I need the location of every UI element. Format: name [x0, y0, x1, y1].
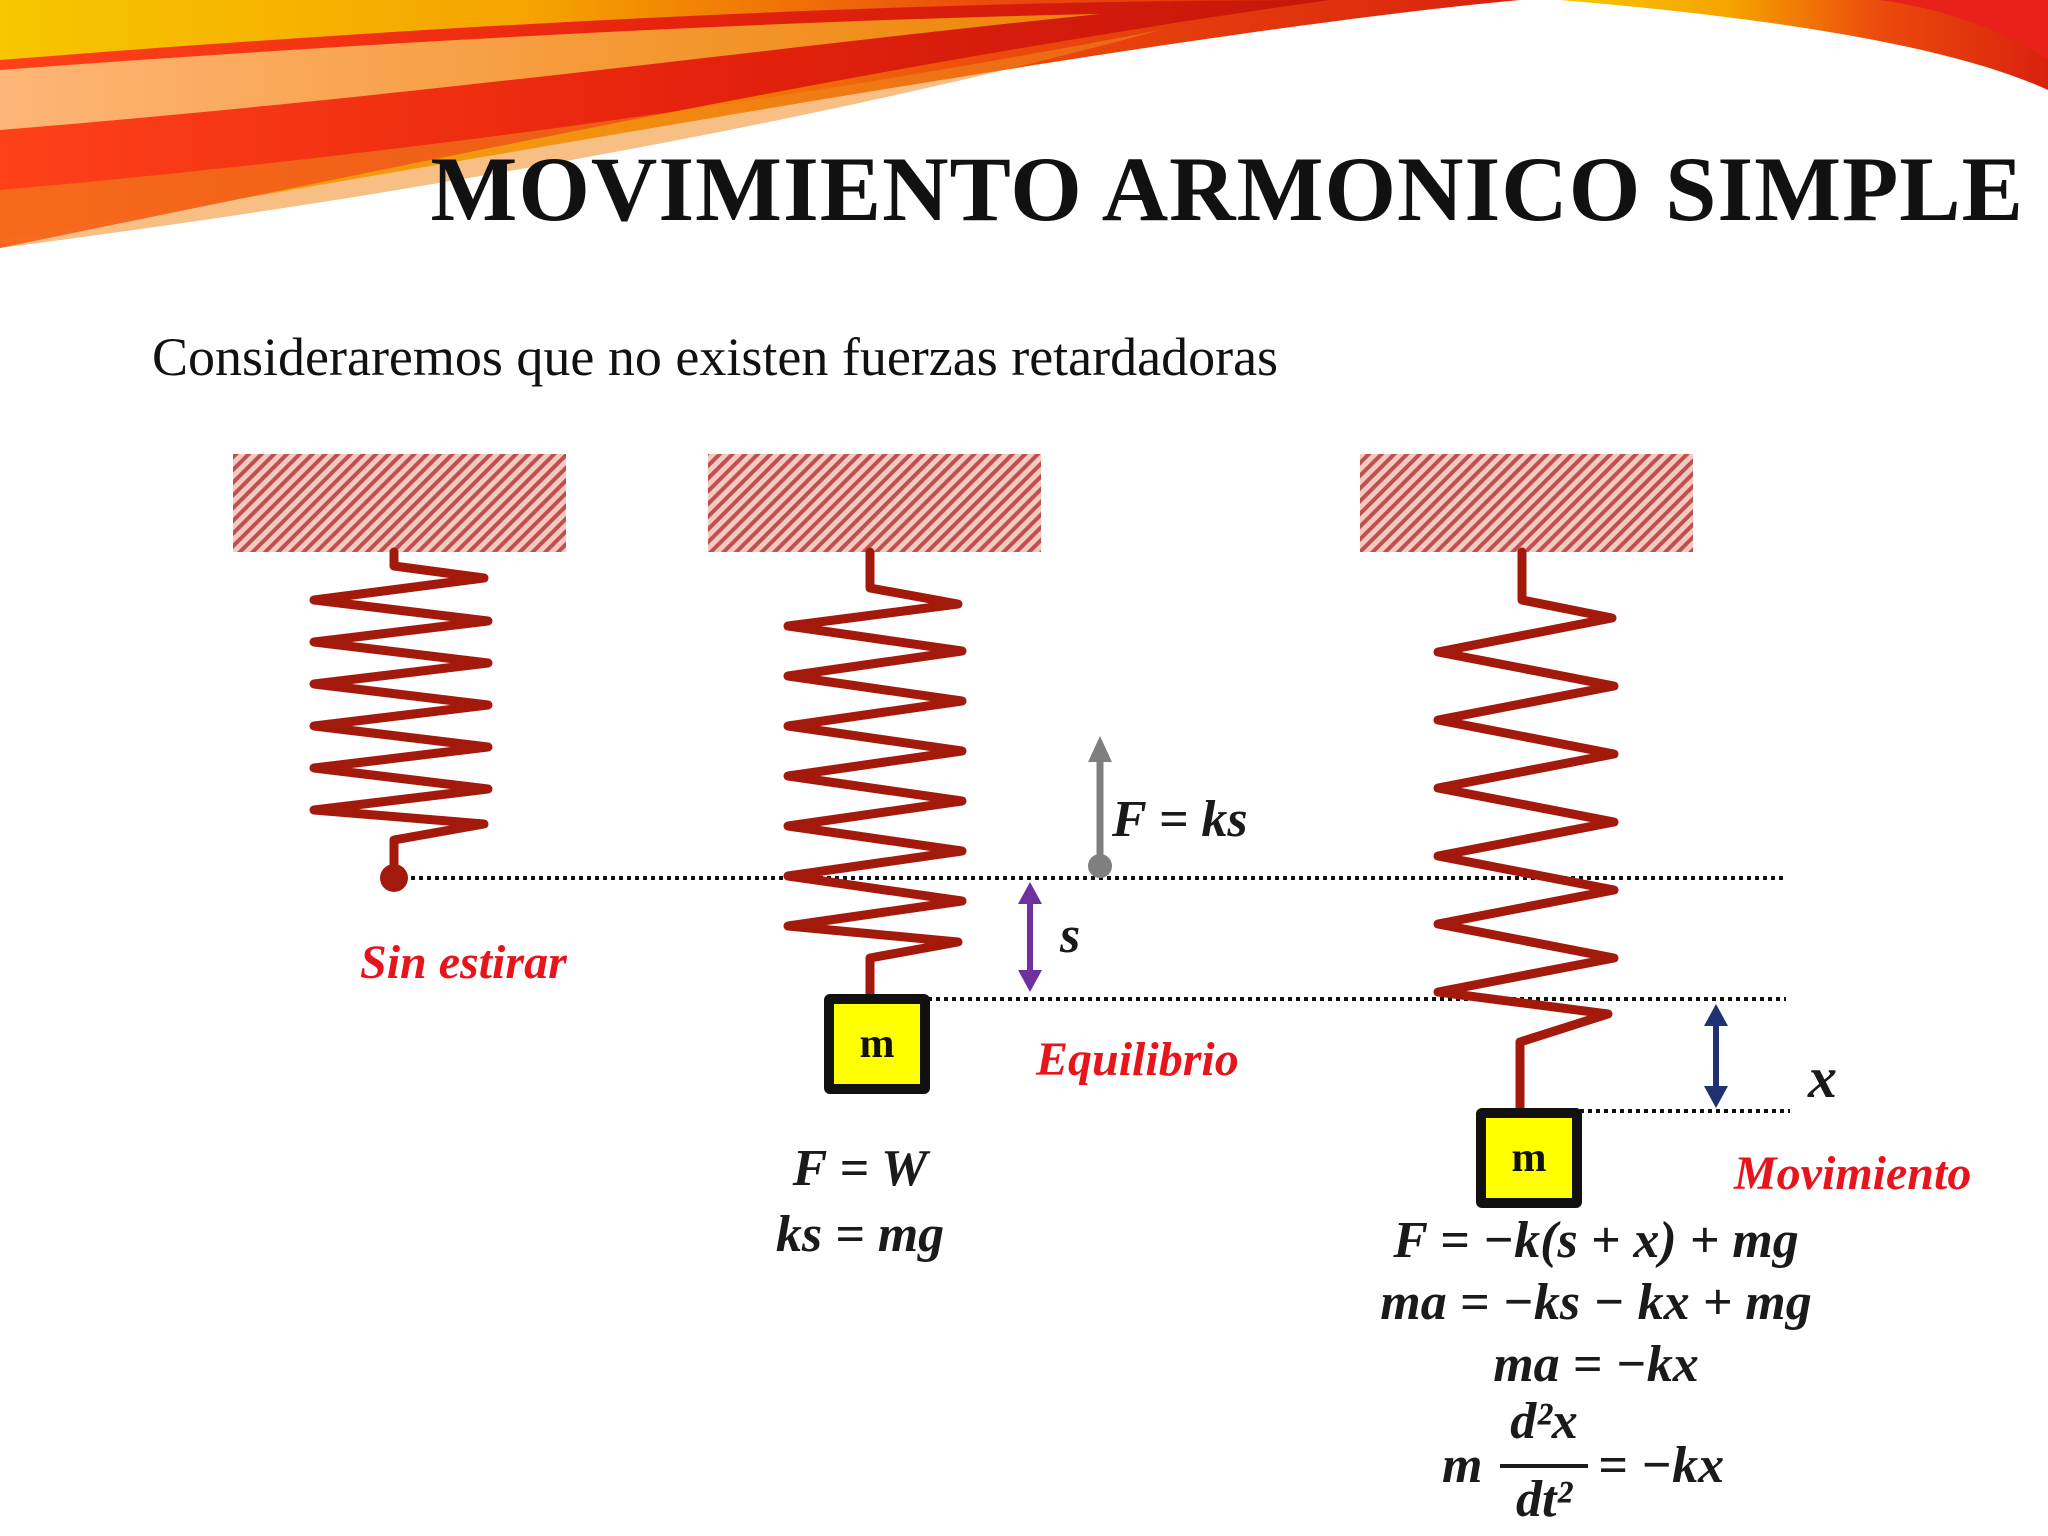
spring-end-point — [380, 864, 408, 892]
decor-swoosh — [0, 0, 1520, 248]
equation-f-equals-w: F = W — [792, 1140, 928, 1197]
s-label: s — [1060, 907, 1081, 964]
ode-denominator: dt² — [1515, 1471, 1573, 1528]
ceiling-support-3 — [1360, 454, 1693, 552]
force-arrow — [1088, 736, 1112, 878]
label-equilibrio: Equilibrio — [1036, 1033, 1239, 1086]
equation-ks-equals-mg: ks = mg — [775, 1206, 945, 1263]
mass-label: m — [1511, 1135, 1547, 1181]
ode-numerator: d²x — [1510, 1393, 1578, 1450]
displacement-x-arrow — [1704, 1004, 1728, 1108]
label-movimiento: Movimiento — [1734, 1147, 1972, 1200]
ceiling-support-2 — [708, 454, 1041, 552]
force-label: F = ks — [1112, 791, 1248, 848]
mass-block-motion: m — [1476, 1108, 1582, 1208]
spring-equilibrium — [783, 547, 967, 1001]
spring-unstretched — [309, 547, 493, 877]
mass-block-equilibrium: m — [824, 994, 930, 1094]
slide-title: MOVIMIENTO ARMONICO SIMPLE — [430, 138, 2024, 240]
label-sin-estirar: Sin estirar — [360, 936, 567, 989]
equilibrium-equations: F = W ks = mg — [700, 1136, 1020, 1268]
mass-label: m — [859, 1021, 895, 1067]
motion-equations: F = −k(s + x) + mg ma = −ks − kx + mg ma… — [1296, 1210, 1896, 1396]
equation-net-force: F = −k(s + x) + mg — [1393, 1212, 1799, 1269]
equation-ma-equals-minus-kx: ma = −kx — [1493, 1336, 1699, 1393]
displacement-s-arrow — [1018, 882, 1042, 992]
decor-swoosh-right — [1560, 0, 2048, 90]
equation-newton-expanded: ma = −ks − kx + mg — [1380, 1274, 1812, 1331]
slide-subtitle: Consideraremos que no existen fuerzas re… — [152, 327, 1279, 387]
x-label: x — [1808, 1045, 1837, 1110]
spring-motion — [1433, 547, 1619, 1113]
ceiling-support-1 — [233, 454, 566, 552]
ode-coefficient: m — [1442, 1437, 1483, 1494]
ode-rhs: = −kx — [1598, 1437, 1725, 1494]
